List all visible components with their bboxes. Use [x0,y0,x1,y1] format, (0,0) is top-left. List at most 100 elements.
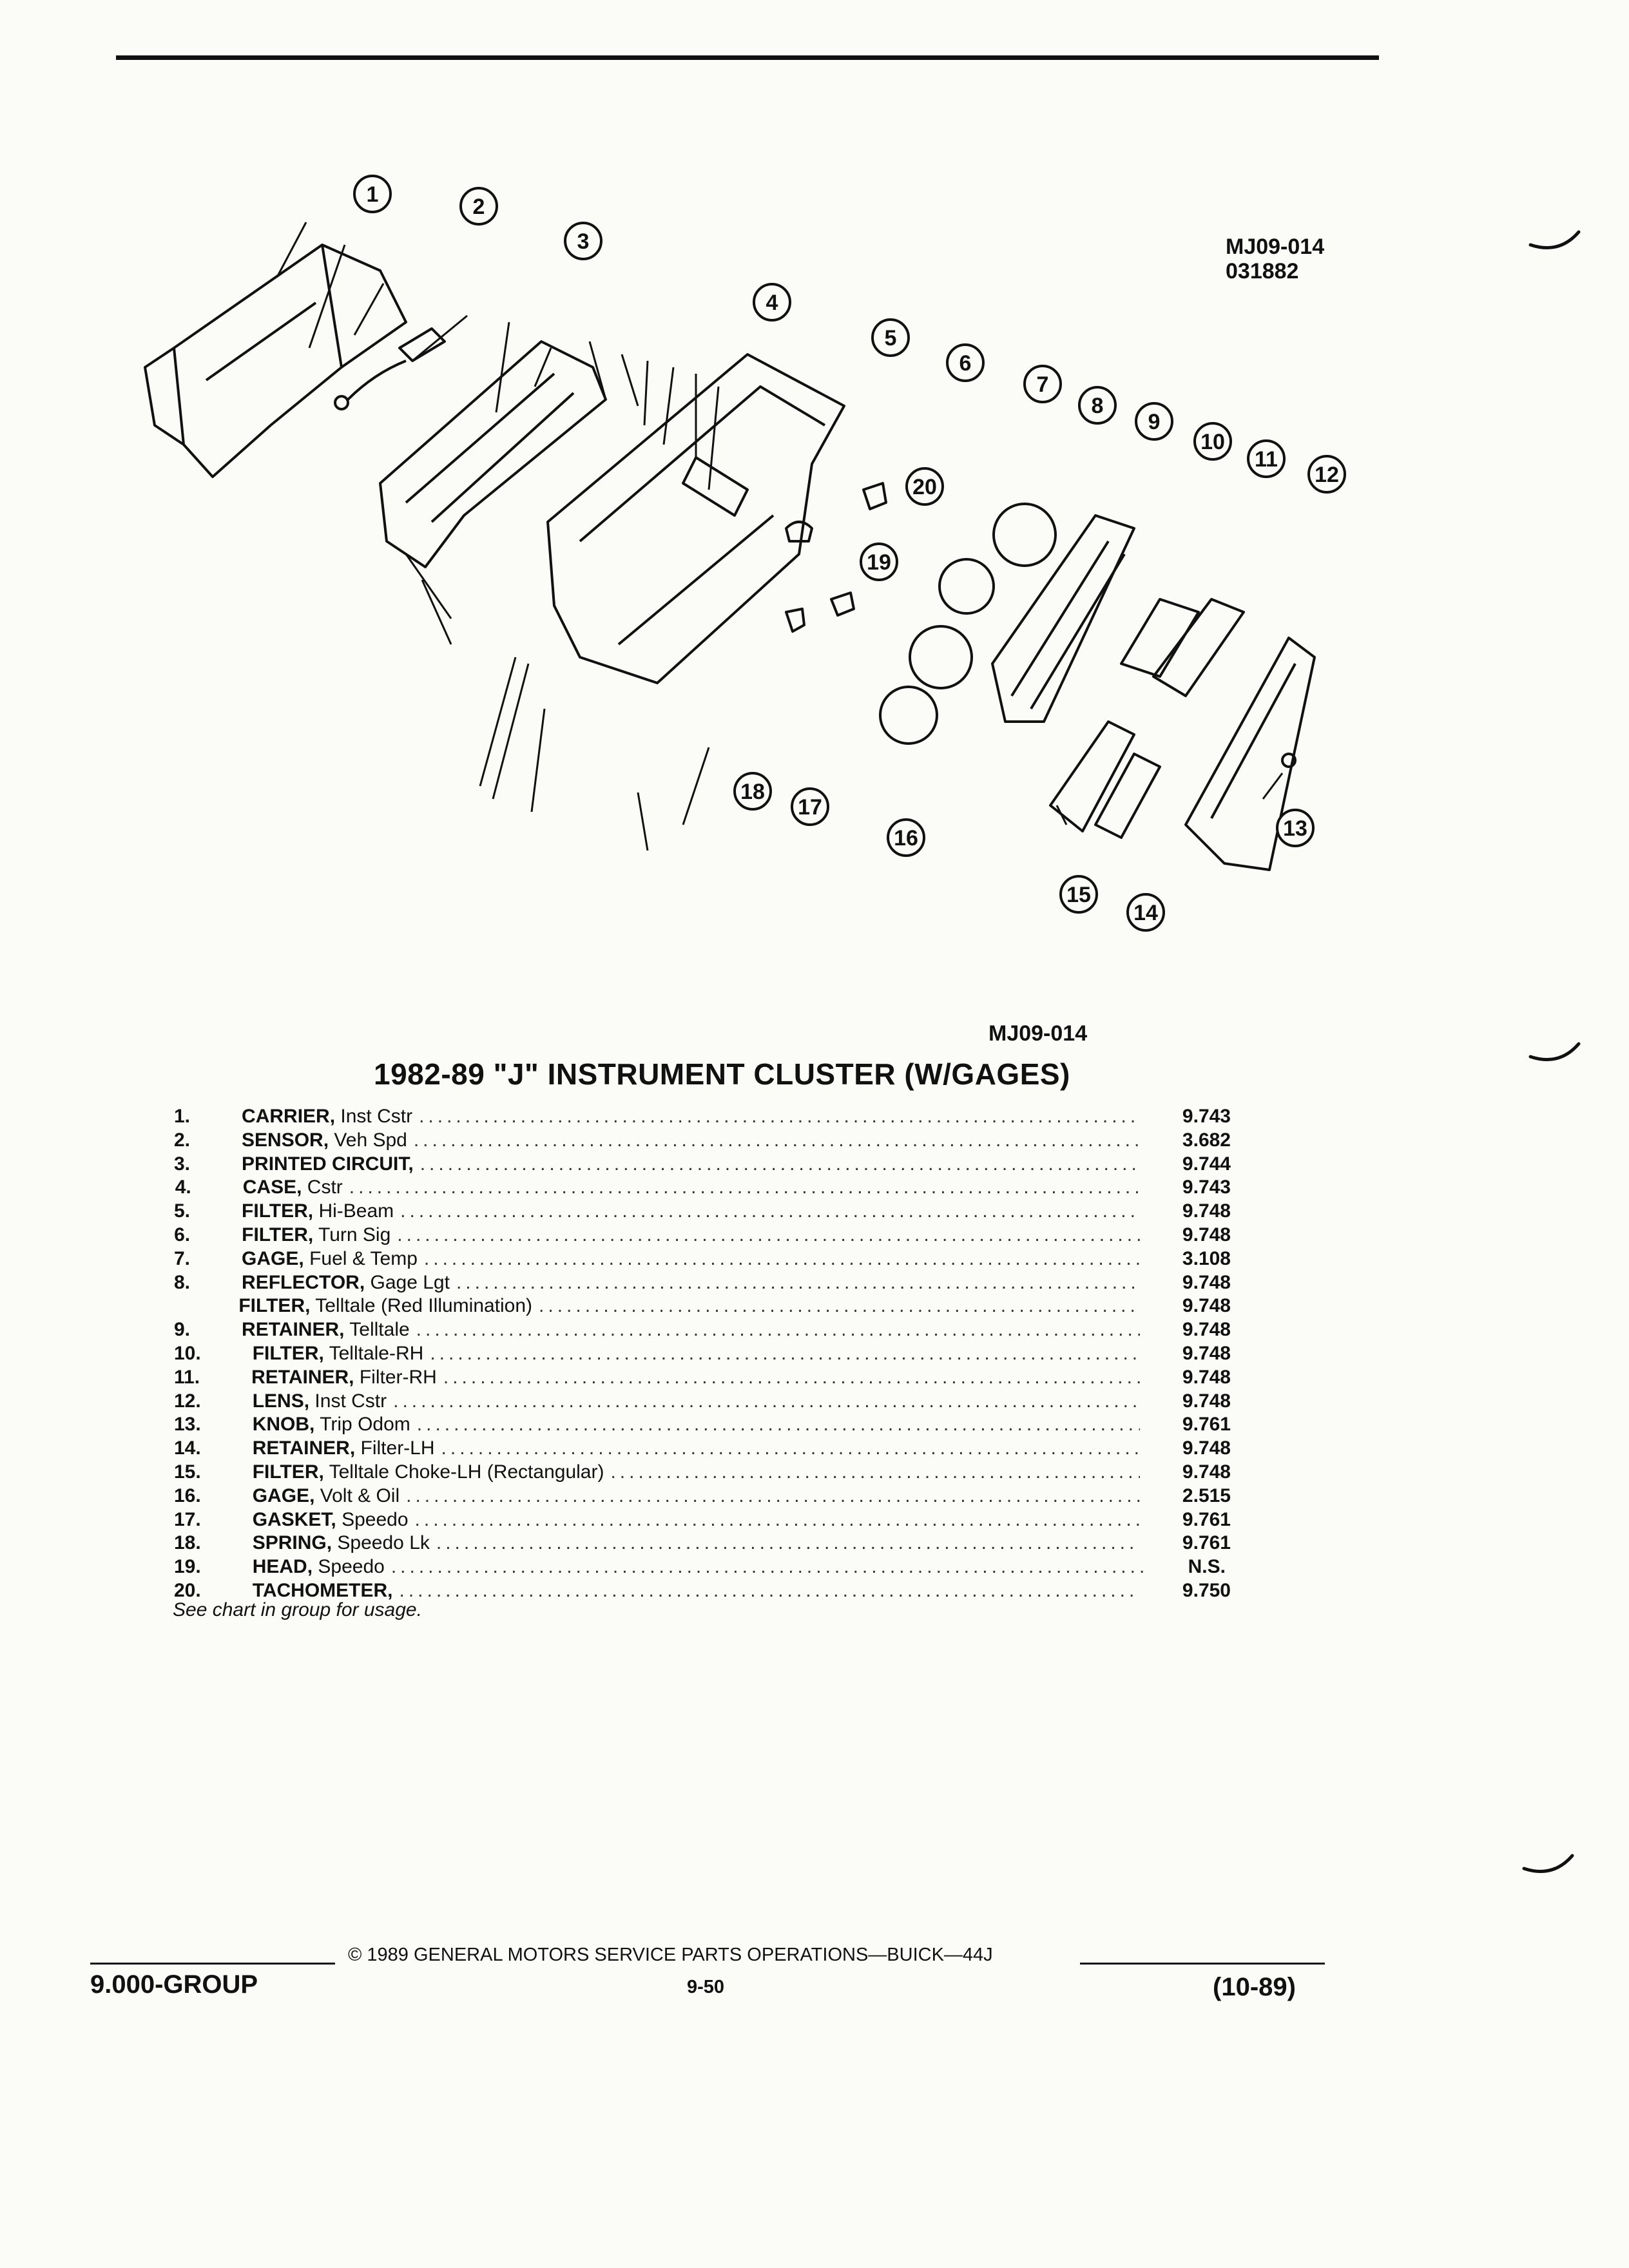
parts-row: 15.FILTER, Telltale Choke-LH (Rectangula… [174,1461,1231,1485]
dot-leader: ........................................… [393,1390,1140,1412]
callout-6: 6 [946,343,985,382]
part-detail: Fuel & Temp [309,1247,418,1269]
part-description: FILTER, Telltale Choke-LH (Rectangular) [253,1461,604,1485]
part-name: FILTER, [242,1224,314,1245]
svg-text:9: 9 [1148,410,1161,434]
dot-leader: ........................................… [441,1437,1140,1459]
knob-part [1281,753,1296,768]
part-description: HEAD, Speedo [253,1555,385,1579]
part-name: RETAINER, [251,1366,354,1388]
punch-mark-3 [1522,1854,1574,1873]
group-number: 2.515 [1182,1485,1231,1506]
svg-text:20: 20 [912,475,937,499]
part-number: 3. [174,1153,191,1175]
part-description: REFLECTOR, Gage Lgt [242,1271,450,1295]
hi-beam-filter-part [785,521,813,543]
part-number: 12. [174,1390,201,1412]
parts-row: 2.SENSOR, Veh Spd.......................… [174,1129,1231,1153]
telltale-retainer-part [1120,598,1200,678]
group-number: 9.761 [1182,1508,1231,1530]
part-name: REFLECTOR, [242,1271,365,1293]
parts-row: 7.GAGE, Fuel & Temp.....................… [174,1247,1231,1271]
footer-group: 9.000-GROUP [90,1970,258,1999]
group-number: 9.748 [1182,1295,1231,1317]
part-description: SENSOR, Veh Spd [242,1129,407,1153]
punch-mark-2 [1528,1042,1581,1061]
svg-text:14: 14 [1133,901,1158,925]
dot-leader: ........................................… [456,1271,1140,1293]
group-number: 9.748 [1182,1437,1231,1459]
part-number: 9. [174,1319,191,1341]
svg-text:1: 1 [367,182,379,207]
dot-leader: ........................................… [400,1200,1140,1222]
svg-text:13: 13 [1283,816,1307,841]
group-number: 9.748 [1182,1390,1231,1412]
part-detail: Trip Odom [320,1414,410,1436]
part-name: SENSOR, [242,1129,329,1151]
callout-1: 1 [353,175,392,213]
callout-14: 14 [1126,893,1165,932]
part-detail: Filter-LH [360,1437,435,1459]
svg-text:6: 6 [959,351,972,376]
callout-10: 10 [1193,422,1232,461]
part-number: 13. [174,1414,201,1436]
callout-2: 2 [459,187,498,226]
parts-row: 16.GAGE, Volt & Oil.....................… [174,1485,1231,1508]
parts-row: FILTER, Telltale (Red Illumination).....… [174,1294,1231,1318]
svg-text:17: 17 [798,795,822,820]
parts-row: 9.RETAINER, Telltale....................… [174,1318,1231,1342]
parts-row: 1. CARRIER, Inst Cstr....................… [174,1105,1231,1129]
part-number: 2. [174,1129,191,1151]
part-name: CARRIER, [242,1106,336,1127]
part-description: PRINTED CIRCUIT, [242,1153,414,1177]
callout-12: 12 [1307,455,1346,494]
callout-11: 11 [1247,439,1286,478]
part-description: GASKET, Speedo [253,1508,409,1532]
part-number: 5. [174,1200,191,1222]
part-detail: Telltale (Red Illumination) [315,1295,533,1317]
dot-leader: ........................................… [419,1106,1140,1127]
figure-id: MJ09-014 [1226,235,1325,259]
part-description: FILTER, Turn Sig [242,1224,390,1247]
callout-7: 7 [1023,365,1062,403]
dot-leader: ........................................… [610,1461,1139,1483]
part-detail: Gage Lgt [370,1271,450,1293]
fuel-temp-gage-part [992,503,1057,567]
group-number: 9.748 [1182,1461,1231,1483]
part-name: FILTER, [238,1295,311,1317]
diagram-linework [144,222,1316,871]
svg-text:8: 8 [1092,394,1104,418]
part-description: SPRING, Speedo Lk [253,1532,430,1555]
part-detail: Telltale [349,1319,410,1341]
part-name: GAGE, [252,1485,315,1506]
parts-row: 20.TACHOMETER, .........................… [174,1579,1231,1603]
part-number: 16. [174,1485,201,1506]
printed-circuit-part [379,340,607,568]
spring-part [785,608,805,633]
svg-text:7: 7 [1037,372,1049,397]
group-number: 9.750 [1182,1579,1231,1601]
figure-code: 031882 [1226,259,1299,284]
part-number: 1. [174,1106,191,1127]
filter-lh-part [1049,720,1135,832]
svg-text:3: 3 [577,229,590,254]
group-number: 3.108 [1182,1247,1231,1269]
part-detail: Speedo [342,1508,409,1530]
callout-9: 9 [1135,402,1173,441]
speedo-head-part [909,625,973,689]
callout-16: 16 [887,818,925,857]
part-number: 17. [174,1508,201,1530]
part-detail: Inst Cstr [340,1106,413,1127]
part-detail: Speedo Lk [337,1532,430,1554]
callout-4: 4 [753,283,791,322]
part-name: CASE, [242,1177,302,1198]
footer-copyright: © 1989 GENERAL MOTORS SERVICE PARTS OPER… [348,1945,993,1965]
callout-8: 8 [1078,386,1117,425]
part-detail: Speedo [318,1556,385,1578]
part-description: FILTER, Telltale (Red Illumination) [238,1294,532,1318]
part-detail: Filter-RH [359,1366,437,1388]
group-number: 9.748 [1182,1366,1231,1388]
case-part [546,353,845,684]
tachometer-part [938,558,995,615]
punch-mark-1 [1528,230,1581,249]
